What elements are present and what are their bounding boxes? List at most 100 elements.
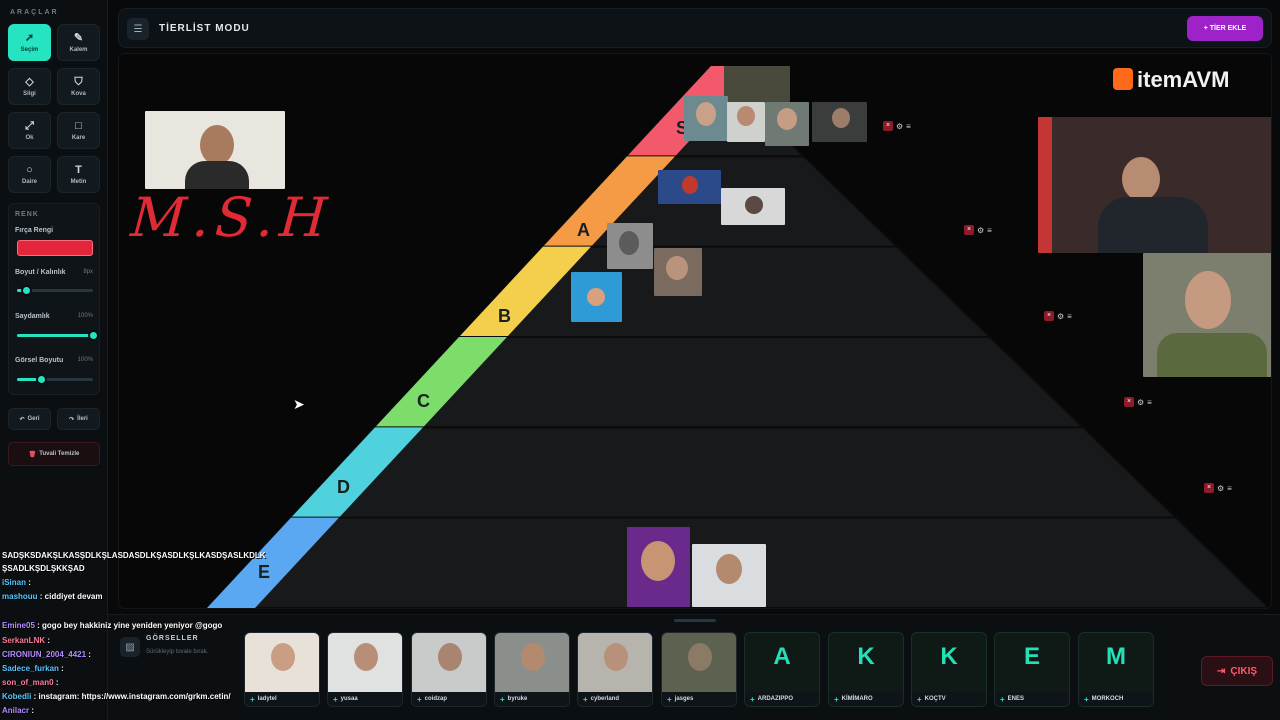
gallery-title: GÖRSELLER: [146, 635, 199, 642]
tool-label: Silgi: [23, 91, 36, 97]
image-size-slider[interactable]: [17, 374, 93, 385]
gallery-card[interactable]: +cyberland: [577, 632, 653, 707]
gear-icon[interactable]: ⚙: [1057, 311, 1065, 321]
tool-select-button[interactable]: ➚ Seçim: [8, 24, 51, 61]
brush-color-label: Fırça Rengi: [15, 227, 54, 234]
drag-handle-icon[interactable]: ≡: [1147, 397, 1152, 407]
plus-icon: +: [667, 694, 672, 704]
tier-image[interactable]: [658, 170, 721, 204]
card-label: ENES: [1007, 696, 1025, 702]
tool-text-button[interactable]: T Metin: [57, 156, 100, 193]
tier-image[interactable]: [727, 102, 765, 142]
tier-image[interactable]: [765, 102, 809, 146]
image-size-label: Görsel Boyutu: [15, 357, 64, 364]
tool-bucket-button[interactable]: ⛉ Kova: [57, 68, 100, 105]
page-title: TİERLİST MODU: [159, 23, 250, 34]
tool-pencil-button[interactable]: ✎ Kalem: [57, 24, 100, 61]
chat-message: mashouu : ciddiyet devam: [2, 592, 102, 601]
image-icon: ▨: [120, 637, 140, 657]
chat-text: : instagram: https://www.instagram.com/g…: [33, 692, 231, 701]
panel-title: RENK: [15, 211, 39, 218]
size-slider[interactable]: [17, 285, 93, 296]
slider-fill: [17, 378, 42, 381]
tier-d-controls: ×⚙≡: [1204, 482, 1238, 494]
remove-tier-button[interactable]: ×: [1044, 311, 1054, 321]
trash-icon: 🗑: [28, 451, 37, 458]
slider-knob[interactable]: [21, 285, 33, 296]
plus-icon: +: [250, 694, 255, 704]
card-label: yusaa: [340, 696, 358, 702]
gallery-card[interactable]: +ladytel: [244, 632, 320, 707]
slider-knob[interactable]: [88, 330, 99, 341]
gallery-card[interactable]: +jasges: [661, 632, 737, 707]
tier-image[interactable]: [627, 527, 690, 607]
eraser-icon: ◇: [25, 76, 34, 88]
slider-knob[interactable]: [36, 374, 48, 385]
drag-handle-icon[interactable]: ≡: [906, 121, 911, 131]
drag-handle[interactable]: [674, 619, 716, 622]
chat-user: SerkanLNK: [2, 636, 46, 645]
card-letter: K: [940, 643, 958, 670]
drag-handle-icon[interactable]: ≡: [1227, 483, 1232, 493]
card-label: ARDAZIPPO: [757, 696, 794, 702]
undo-button[interactable]: ↶ Geri: [8, 408, 51, 430]
clear-canvas-button[interactable]: 🗑 Tuvali Temizle: [8, 442, 100, 466]
list-icon[interactable]: ☰: [127, 18, 149, 40]
add-tier-button[interactable]: + TİER EKLE: [1187, 16, 1263, 41]
gallery-card[interactable]: +byruke: [494, 632, 570, 707]
drag-handle-icon[interactable]: ≡: [1067, 311, 1072, 321]
tierlist-canvas[interactable]: S A B C D E ×⚙≡ ×⚙≡ ×⚙≡ ×⚙≡ ×⚙≡ M.S.H it…: [118, 53, 1272, 609]
size-label: Boyut / Kalınlık: [15, 269, 66, 276]
tier-image[interactable]: [571, 272, 622, 322]
tool-arrow-button[interactable]: ⤢ Ok: [8, 112, 51, 149]
gallery-card[interactable]: E+ENES: [994, 632, 1070, 707]
remove-tier-button[interactable]: ×: [1124, 397, 1134, 407]
gallery-card[interactable]: +coidzap: [411, 632, 487, 707]
gallery-card[interactable]: A+ARDAZIPPO: [744, 632, 820, 707]
bucket-icon: ⛉: [74, 76, 83, 88]
remove-tier-button[interactable]: ×: [964, 225, 974, 235]
chat-message: CIRONIUN_2004_4421 :: [2, 650, 91, 659]
tier-image[interactable]: [654, 248, 702, 296]
redo-icon: ↷: [69, 416, 75, 423]
chat-user: Kobedli: [2, 692, 32, 701]
exit-button[interactable]: ⇥ ÇIKIŞ: [1201, 656, 1273, 686]
tool-circle-button[interactable]: ○ Daire: [8, 156, 51, 193]
chat-text: : gogo bey hakkiniz yine yeniden yeniyor…: [37, 621, 223, 630]
gallery-card[interactable]: K+KİMİMARO: [828, 632, 904, 707]
gear-icon[interactable]: ⚙: [1137, 397, 1145, 407]
tier-image[interactable]: [684, 96, 728, 141]
tool-eraser-button[interactable]: ◇ Silgi: [8, 68, 51, 105]
webcam-image[interactable]: [145, 111, 285, 189]
tier-image[interactable]: [724, 66, 790, 102]
opacity-value: 100%: [77, 313, 93, 319]
remove-tier-button[interactable]: ×: [1204, 483, 1214, 493]
gallery-card[interactable]: +yusaa: [327, 632, 403, 707]
webcam-image[interactable]: [1038, 117, 1271, 253]
image-size-value: 100%: [77, 357, 93, 363]
card-letter: K: [857, 643, 875, 670]
tier-letter-c: C: [417, 391, 430, 411]
tier-image[interactable]: [721, 188, 785, 225]
gallery-card[interactable]: K+KOÇTV: [911, 632, 987, 707]
card-label: coidzap: [424, 696, 448, 702]
redo-button[interactable]: ↷ İleri: [57, 408, 100, 430]
gear-icon[interactable]: ⚙: [896, 121, 904, 131]
portrait-image[interactable]: [1143, 253, 1271, 377]
tier-image[interactable]: [812, 102, 867, 142]
remove-tier-button[interactable]: ×: [883, 121, 893, 131]
brush-color-swatch[interactable]: [17, 240, 93, 256]
drag-handle-icon[interactable]: ≡: [987, 225, 992, 235]
tier-image[interactable]: [692, 544, 766, 607]
chat-user: Anilacr: [2, 706, 30, 715]
tier-image[interactable]: [607, 223, 653, 269]
gear-icon[interactable]: ⚙: [977, 225, 985, 235]
gallery-card[interactable]: M+MORKOCH: [1078, 632, 1154, 707]
tier-row-d[interactable]: [288, 426, 1179, 519]
tool-square-button[interactable]: □ Kare: [57, 112, 100, 149]
plus-icon: +: [834, 694, 839, 704]
card-label: cyberland: [590, 696, 620, 702]
gear-icon[interactable]: ⚙: [1217, 483, 1225, 493]
opacity-slider[interactable]: [17, 330, 99, 341]
text-icon: T: [75, 164, 82, 176]
